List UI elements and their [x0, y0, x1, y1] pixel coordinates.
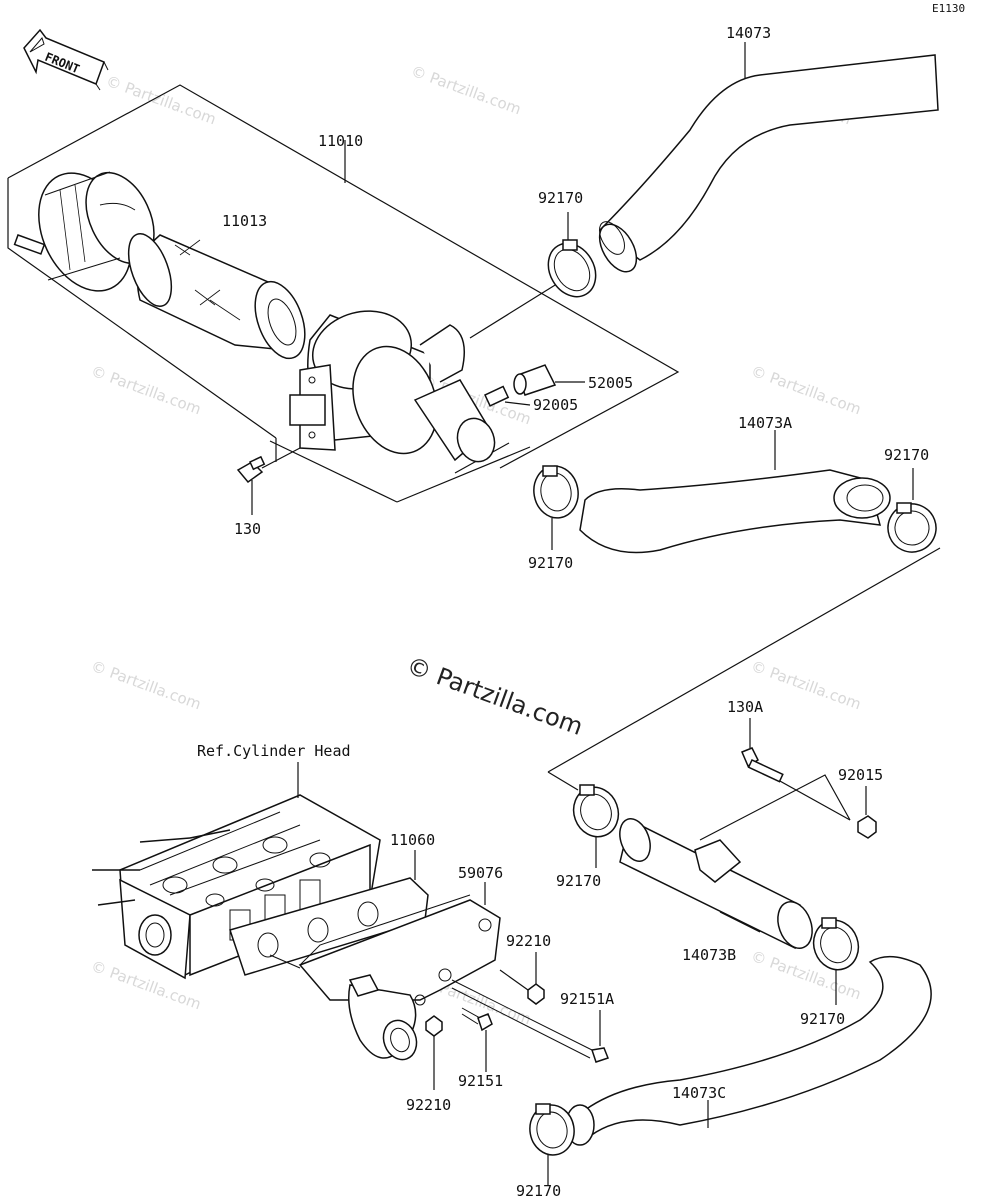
label-92170-top: 92170 — [538, 189, 583, 207]
label-92151: 92151 — [458, 1072, 503, 1090]
manifold-59076 — [269, 882, 501, 1061]
label-92015: 92015 — [838, 766, 883, 784]
label-92170-right: 92170 — [884, 446, 929, 464]
part-130A-bolt — [741, 718, 784, 783]
watermark: © Partzilla.com — [89, 657, 204, 714]
clamp-92170-bottom — [529, 1103, 575, 1185]
watermark: © Partzilla.com — [749, 657, 864, 714]
part-52005-cap — [513, 364, 585, 396]
label-92005: 92005 — [533, 396, 578, 414]
part-130-bolt — [236, 447, 301, 515]
label-11060: 11060 — [390, 831, 435, 849]
part-labels: 14073 11010 11013 92170 52005 92005 1407… — [197, 24, 929, 1200]
label-92170-bottom: 92170 — [516, 1182, 561, 1200]
watermark-main: © Partzilla.com — [403, 651, 587, 741]
label-130A: 130A — [727, 698, 763, 716]
label-11013: 11013 — [222, 212, 267, 230]
reference-cylinder-head: Ref.Cylinder Head — [197, 742, 351, 760]
clamp-92170-br — [812, 917, 860, 1005]
nut-92210-a — [499, 952, 545, 1005]
clamp-92170-top — [547, 212, 597, 298]
label-92210-a: 92210 — [506, 932, 551, 950]
clamp-92170-low — [572, 784, 620, 868]
label-92170-mid: 92170 — [528, 554, 573, 572]
watermark: © Partzilla.com — [409, 62, 524, 119]
stud-92151A — [451, 979, 609, 1063]
part-92015-nut — [857, 786, 877, 839]
label-14073: 14073 — [726, 24, 771, 42]
label-14073B: 14073B — [682, 946, 736, 964]
air-cleaner-housing — [289, 310, 496, 463]
gasket-11060 — [229, 850, 429, 976]
watermark: © Partzilla.com — [89, 362, 204, 419]
air-filter-element — [127, 233, 306, 360]
label-130: 130 — [234, 520, 261, 538]
label-92170-br: 92170 — [800, 1010, 845, 1028]
pipe-14073B — [619, 818, 813, 950]
watermark: © Partzilla.com — [104, 72, 219, 129]
hose-14073A — [579, 430, 891, 554]
label-14073C: 14073C — [672, 1084, 726, 1102]
label-52005: 52005 — [588, 374, 633, 392]
clamp-92170-mid — [533, 465, 579, 550]
air-cleaner-outline — [7, 84, 680, 503]
label-14073A: 14073A — [738, 414, 792, 432]
part-92005-plug — [484, 385, 531, 407]
stud-92151 — [461, 1007, 493, 1072]
diagram-code: E1130 — [932, 2, 965, 15]
label-92170-low: 92170 — [556, 872, 601, 890]
hose-14073 — [598, 42, 939, 273]
hose-14073C — [565, 956, 932, 1146]
nut-92210-b — [425, 1015, 443, 1090]
label-92210-b: 92210 — [406, 1096, 451, 1114]
watermark: © Partzilla.com — [749, 362, 864, 419]
label-11010: 11010 — [318, 132, 363, 150]
clamp-92170-right — [887, 468, 937, 553]
label-59076: 59076 — [458, 864, 503, 882]
front-arrow-icon: FRONT — [23, 28, 109, 91]
label-92151A: 92151A — [560, 990, 614, 1008]
